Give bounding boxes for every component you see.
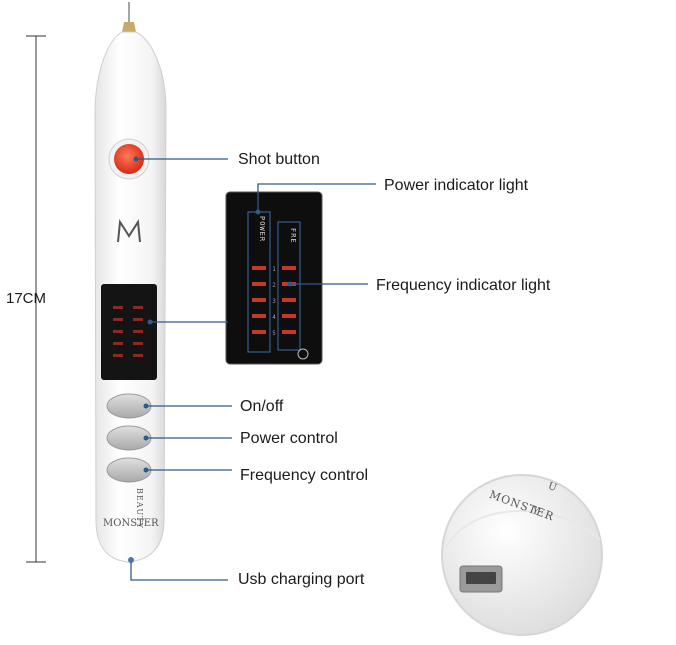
pen-brand-beauty: BEAUTY [135, 488, 144, 529]
callout-power-indicator: Power indicator light [384, 177, 529, 194]
dimension-line [26, 35, 46, 563]
callout-usb-port: Usb charging port [238, 571, 365, 588]
panel-frame [225, 191, 323, 365]
dimension-label: 17CM [6, 290, 47, 307]
callout-shot-button: Shot button [238, 151, 320, 168]
panel-level-labels: 1 2 3 4 5 [268, 262, 280, 342]
panel-level-2: 2 [272, 282, 276, 289]
brand-logo [117, 219, 141, 243]
needle-collar [122, 22, 136, 32]
callout-power-control: Power control [240, 430, 338, 447]
closeup-circle [441, 474, 603, 636]
fre-column-box [277, 221, 301, 351]
panel-power-text: POWER [258, 216, 266, 243]
panel-level-3: 3 [272, 298, 276, 305]
shot-button-red [114, 144, 144, 174]
pen-led-rows [113, 306, 143, 357]
usb-port-marker [128, 557, 134, 563]
pen-display [101, 284, 157, 380]
pen-device [94, 2, 167, 563]
panel-level-4: 4 [272, 314, 276, 321]
callout-onoff: On/off [240, 398, 284, 415]
callout-frequency-indicator: Frequency indicator light [376, 277, 551, 294]
panel-level-5: 5 [272, 330, 276, 337]
callout-dots [133, 156, 293, 473]
panel-symbol-icon [297, 348, 309, 360]
callout-frequency-control: Frequency control [240, 467, 369, 484]
callout-lines [130, 158, 376, 581]
usb-closeup [441, 474, 603, 636]
pen-brand-name: MONSTER [103, 518, 159, 529]
panel-fre-text: FRE [289, 228, 297, 244]
panel-level-1: 1 [272, 266, 276, 273]
